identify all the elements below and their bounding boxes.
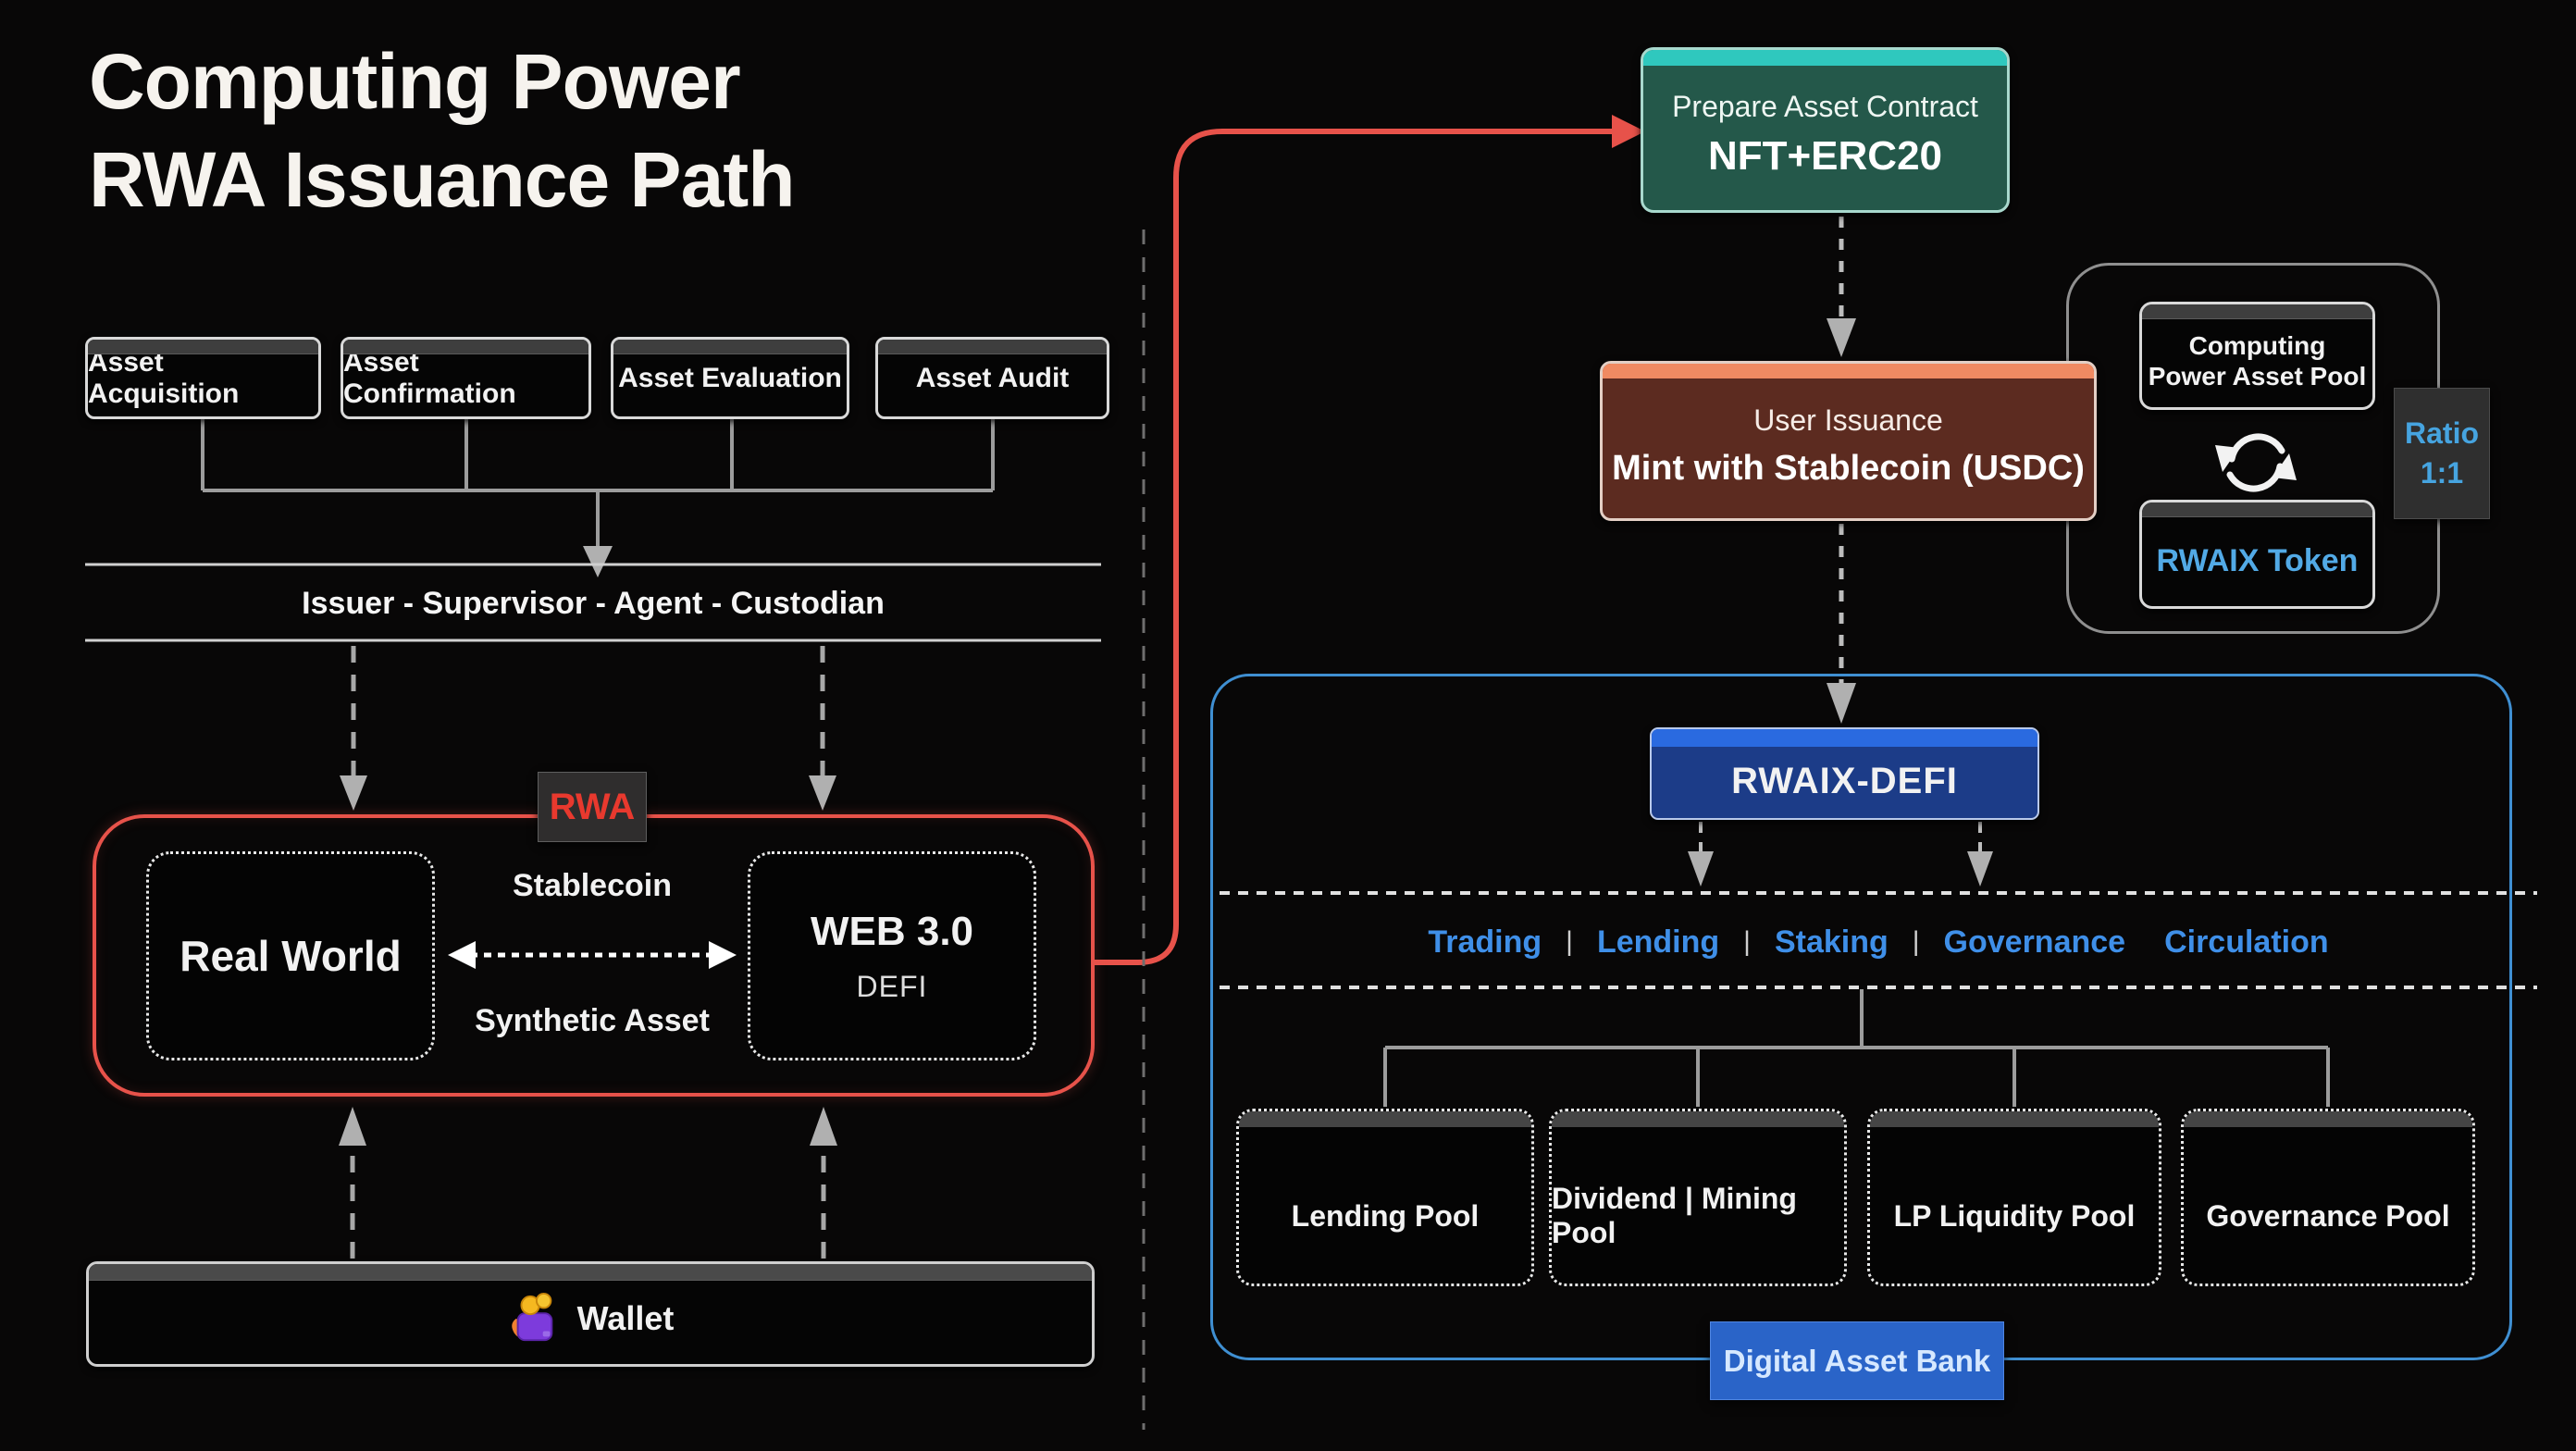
ratio-badge: Ratio 1:1 <box>2394 388 2490 519</box>
node-wallet: Wallet <box>86 1261 1095 1367</box>
issuer-bar: Issuer - Supervisor - Agent - Custodian <box>302 585 885 621</box>
node-real-world: Real World <box>146 851 435 1060</box>
node-lending-pool: Lending Pool <box>1236 1109 1534 1286</box>
box-header-strip <box>613 340 847 354</box>
box-header-strip-teal <box>1643 50 2007 66</box>
node-rwaix-defi: RWAIX-DEFI <box>1650 727 2039 820</box>
node-asset-audit: Asset Audit <box>875 337 1109 419</box>
feature-lending: Lending <box>1596 924 1720 960</box>
top-boxes-tree <box>201 419 995 550</box>
box-header-strip <box>878 340 1107 354</box>
box-header-strip <box>2184 1111 2472 1127</box>
node-label-line2: Power Asset Pool <box>2148 361 2367 391</box>
box-header-strip-blue <box>1652 729 2037 747</box>
node-sublabel: DEFI <box>856 969 928 1003</box>
box-header-strip <box>2142 502 2372 517</box>
feature-separator: | <box>1912 926 1920 957</box>
node-user-issuance: User Issuance Mint with Stablecoin (USDC… <box>1600 361 2097 521</box>
box-header-strip <box>343 340 588 354</box>
node-sublabel: NFT+ERC20 <box>1707 133 1943 179</box>
node-label: Asset Confirmation <box>343 346 516 409</box>
node-label: Asset Acquisition <box>88 346 240 409</box>
box-header-strip <box>2142 304 2372 319</box>
node-asset-acquisition: Asset Acquisition <box>85 337 321 419</box>
node-label: RWAIX Token <box>2156 542 2359 578</box>
page-title: Computing Power RWA Issuance Path <box>89 33 796 229</box>
red-flow-arrowhead <box>1612 115 1645 148</box>
feature-governance: Governance <box>1943 924 2126 960</box>
node-label: Lending Pool <box>1291 1198 1480 1233</box>
wallet-icon <box>511 1292 552 1342</box>
title-line-1: Computing Power <box>89 38 741 125</box>
node-label: LP Liquidity Pool <box>1893 1198 2136 1233</box>
rwa-label: RWA <box>538 772 647 842</box>
node-label: WEB 3.0 <box>810 908 974 954</box>
node-prepare-asset-contract: Prepare Asset Contract NFT+ERC20 <box>1641 47 2010 213</box>
box-header-strip-salmon <box>1603 364 2094 378</box>
node-lp-liquidity-pool: LP Liquidity Pool <box>1867 1109 2161 1286</box>
feature-dotted-rules <box>1220 891 2537 989</box>
box-header-strip <box>1239 1111 1531 1127</box>
box-header-strip <box>1870 1111 2159 1127</box>
feature-staking: Staking <box>1774 924 1889 960</box>
box-header-strip <box>88 340 318 354</box>
box-header-strip <box>89 1264 1092 1281</box>
title-line-2: RWA Issuance Path <box>89 135 796 223</box>
node-label: Real World <box>180 932 402 980</box>
node-computing-power-asset-pool: Computing Power Asset Pool <box>2139 302 2375 410</box>
tree-arrowhead <box>583 546 613 577</box>
node-label: Asset Audit <box>915 362 1070 393</box>
issuer-to-rwa-arrows <box>351 646 825 779</box>
feature-separator: | <box>1743 926 1751 957</box>
feature-circulation: Circulation <box>2164 924 2329 960</box>
node-label: RWAIX-DEFI <box>1731 760 1958 801</box>
node-label-line1: Computing <box>2188 331 2326 361</box>
node-label: Prepare Asset Contract <box>1672 90 1978 123</box>
node-label: Dividend | Mining Pool <box>1552 1182 1797 1249</box>
box-header-strip <box>1552 1111 1844 1127</box>
issuer-rules <box>85 563 1101 642</box>
ratio-value: 1:1 <box>2420 456 2464 490</box>
red-flow-connector <box>1095 129 1612 965</box>
wallet-to-rwa-arrows <box>350 1142 826 1259</box>
ratio-label: Ratio <box>2405 416 2479 450</box>
node-label: Wallet <box>576 1299 675 1337</box>
bridge-label-synthetic-asset: Synthetic Asset <box>475 1002 710 1038</box>
feature-trading: Trading <box>1428 924 1542 960</box>
node-label: Governance Pool <box>2206 1198 2450 1233</box>
node-asset-confirmation: Asset Confirmation <box>341 337 591 419</box>
node-sublabel: Mint with Stablecoin (USDC) <box>1612 448 2085 488</box>
node-label: Asset Evaluation <box>618 362 842 393</box>
defi-features-row: Trading | Lending | Staking | Governance… <box>1218 918 2539 966</box>
node-digital-asset-bank: Digital Asset Bank <box>1710 1321 2004 1400</box>
node-rwaix-token: RWAIX Token <box>2139 500 2375 609</box>
node-dividend-mining-pool: Dividend | Mining Pool <box>1549 1109 1847 1286</box>
feature-separator: | <box>1566 926 1573 957</box>
node-label: User Issuance <box>1753 403 1943 437</box>
bridge-label-stablecoin: Stablecoin <box>513 867 672 903</box>
node-web3-defi: WEB 3.0 DEFI <box>748 851 1036 1060</box>
node-asset-evaluation: Asset Evaluation <box>611 337 849 419</box>
node-governance-pool: Governance Pool <box>2181 1109 2475 1286</box>
pools-tree <box>1383 989 2330 1107</box>
